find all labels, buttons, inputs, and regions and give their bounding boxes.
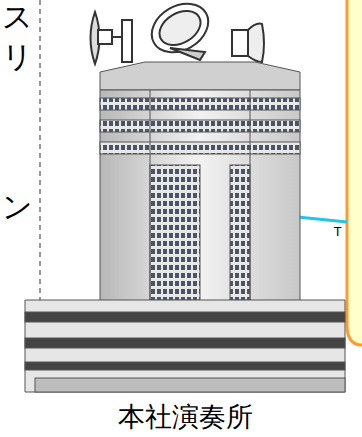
antenna-dish (143, 0, 217, 62)
partial-text: ン (2, 190, 33, 223)
building (25, 62, 345, 392)
building-label: 本社演奏所 (118, 402, 253, 432)
antenna-left (91, 12, 133, 64)
signal-label: T (334, 226, 341, 239)
divider-line (40, 0, 41, 330)
partial-text: リ (2, 40, 33, 73)
antenna-right (232, 24, 264, 62)
partial-text: ス (2, 0, 33, 33)
callout-panel (347, 0, 362, 345)
